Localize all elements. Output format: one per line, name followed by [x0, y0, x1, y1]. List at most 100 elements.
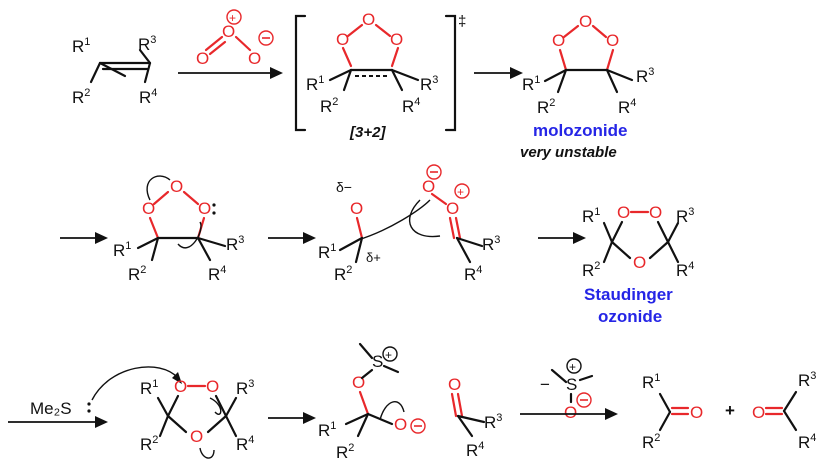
r3-label: R3: [138, 34, 156, 54]
svg-text:R4: R4: [618, 97, 636, 117]
svg-text:R4: R4: [236, 434, 254, 454]
svg-text:S: S: [372, 352, 383, 371]
staudinger-name-line2: ozonide: [598, 307, 662, 326]
svg-text:O: O: [394, 415, 407, 434]
svg-text:R1: R1: [318, 242, 336, 262]
svg-text:R2: R2: [537, 97, 555, 117]
svg-text:R1: R1: [318, 420, 336, 440]
me2s-label: Me₂S: [30, 399, 72, 418]
svg-text:R2: R2: [642, 432, 660, 452]
delta-minus-label: δ−: [336, 179, 352, 195]
svg-text:O: O: [633, 253, 646, 272]
svg-text:R1: R1: [582, 206, 600, 226]
transition-state-structure: ‡ O O O R1 R2 R3 R4 [3+2]: [294, 10, 466, 141]
svg-text:O: O: [649, 203, 662, 222]
svg-text:R4: R4: [466, 440, 484, 460]
svg-text:O: O: [579, 12, 592, 31]
carbonyl-fragment-structure: O R3 R4: [448, 375, 502, 460]
ozone-oxygen-center: O: [222, 22, 235, 41]
svg-text:R2: R2: [320, 96, 338, 116]
svg-text:R2: R2: [128, 264, 146, 284]
svg-text:O: O: [390, 30, 403, 49]
electron-arrow: [146, 175, 171, 201]
svg-text:O: O: [422, 177, 435, 196]
svg-text:R3: R3: [484, 412, 502, 432]
svg-text:R4: R4: [402, 96, 420, 116]
ozonide-reduction-structure: O O O R1 R3 R2 R4: [140, 377, 254, 459]
svg-text:R1: R1: [522, 74, 540, 94]
svg-text:+: +: [229, 11, 236, 25]
svg-text:O: O: [362, 10, 375, 29]
svg-text:R2: R2: [582, 260, 600, 280]
ozone-reagent: O O O +: [196, 9, 274, 68]
dimethyl-sulfide-reagent: Me₂S: [30, 366, 182, 418]
ozone-oxygen-left: O: [196, 49, 209, 68]
molozonide-note: very unstable: [520, 144, 617, 161]
svg-text:O: O: [617, 203, 630, 222]
svg-text:R1: R1: [140, 378, 158, 398]
svg-text:O: O: [170, 177, 183, 196]
svg-text:O: O: [174, 377, 187, 396]
ts-bracket-right: [444, 14, 457, 132]
svg-text:R3: R3: [798, 370, 816, 390]
svg-text:O: O: [206, 377, 219, 396]
svg-text:O: O: [446, 199, 459, 218]
svg-text:R1: R1: [306, 74, 324, 94]
svg-text:O: O: [350, 199, 363, 218]
svg-text:O: O: [336, 30, 349, 49]
delta-plus-label: δ+: [366, 250, 381, 265]
molozonide-cleavage-structure: O O O R1 R2 R3 R4: [113, 175, 244, 284]
svg-text:O: O: [564, 403, 577, 422]
svg-text:O: O: [606, 31, 619, 50]
svg-text:R3: R3: [676, 206, 694, 226]
minus-charge-icon: [258, 30, 274, 46]
double-dagger-symbol: ‡: [458, 13, 466, 30]
svg-text:S: S: [566, 375, 577, 394]
svg-text:+: +: [385, 348, 392, 362]
carbonyl-oxide-pair-structure: δ− O δ+ R1 R2 O O + R3 R4: [318, 164, 500, 284]
svg-text:R4: R4: [464, 264, 482, 284]
svg-text:O: O: [448, 375, 461, 394]
arrowhead-1: [270, 67, 283, 79]
staudinger-name-line1: Staudinger: [584, 285, 673, 304]
ts-bracket-left: [294, 14, 307, 132]
svg-text:O: O: [552, 31, 565, 50]
svg-text:R4: R4: [208, 264, 226, 284]
svg-text:O: O: [142, 199, 155, 218]
svg-text:R3: R3: [420, 74, 438, 94]
r4-label: R4: [139, 87, 157, 107]
svg-text:R1: R1: [113, 240, 131, 260]
sulfonium-intermediate-structure: S + O O R1 R2: [318, 342, 426, 462]
svg-text:R3: R3: [482, 234, 500, 254]
r1-label: R1: [72, 36, 90, 56]
svg-text:R3: R3: [236, 378, 254, 398]
svg-text:R3: R3: [636, 66, 654, 86]
svg-text:−: −: [540, 375, 550, 394]
svg-text:R2: R2: [334, 264, 352, 284]
svg-text:O: O: [690, 403, 703, 422]
ozone-oxygen-right: O: [248, 49, 261, 68]
svg-text:O: O: [198, 199, 211, 218]
svg-text:+: +: [457, 185, 464, 199]
staudinger-ozonide-structure: O O O R1 R3 R2 R4 Staudinger ozonide: [582, 203, 694, 326]
molozonide-name: molozonide: [533, 121, 627, 140]
svg-text:R2: R2: [336, 442, 354, 462]
svg-text:O: O: [752, 403, 765, 422]
r2-label: R2: [72, 87, 90, 107]
svg-text:R2: R2: [140, 434, 158, 454]
alkene-structure: R1 R3 R2 R4: [72, 34, 157, 107]
ts-label: [3+2]: [349, 124, 386, 141]
svg-text:+: +: [569, 360, 576, 374]
plus-sign: +: [725, 401, 735, 420]
ketone-product-1: O R1 R2: [642, 372, 703, 452]
svg-text:O: O: [190, 427, 203, 446]
molozonide-structure: O O O R1 R2 R3 R4 molozonide very unstab…: [520, 12, 654, 161]
svg-text:R4: R4: [798, 432, 816, 452]
dmso-byproduct: S + O −: [540, 358, 594, 422]
svg-text:R4: R4: [676, 260, 694, 280]
plus-charge-icon: [226, 9, 242, 25]
svg-text:R3: R3: [226, 234, 244, 254]
svg-text:R1: R1: [642, 372, 660, 392]
